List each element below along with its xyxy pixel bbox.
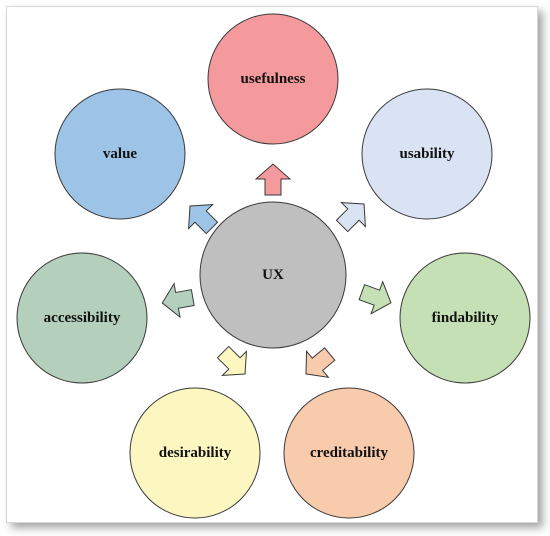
usefulness-label: usefulness [240,71,305,87]
center-label: UX [262,267,284,283]
node-usefulness: usefulness [207,13,339,145]
node-creditability: creditability [283,387,415,519]
creditability-arrow [305,347,336,378]
node-desirability: desirability [129,387,261,519]
node-usability: usability [361,88,493,220]
accessibility-label: accessibility [44,310,121,326]
arrows-layer [161,163,392,378]
center-circle [199,201,347,349]
diagram-frame: usefulness usability findability creditabil… [6,6,538,523]
usability-circle [361,88,493,220]
value-circle [54,88,186,220]
findability-circle [399,252,531,384]
usability-label: usability [399,146,455,162]
ux-honeycomb-diagram: usefulness usability findability creditabil… [16,13,531,519]
creditability-circle [283,387,415,519]
node-findability: findability [399,252,531,384]
desirability-circle [129,387,261,519]
value-arrow [187,203,219,235]
accessibility-circle [16,252,148,384]
findability-arrow [358,280,392,315]
node-accessibility: accessibility [16,252,148,384]
desirability-label: desirability [159,445,232,461]
accessibility-arrow [161,282,195,319]
nodes-layer: usefulness usability findability creditabil… [16,13,531,519]
usability-arrow [335,201,367,233]
node-value: value [54,88,186,220]
desirability-arrow [216,345,248,377]
usefulness-arrow [254,163,292,196]
value-label: value [103,146,138,162]
creditability-label: creditability [310,445,389,461]
findability-label: findability [432,310,499,326]
center-node: UX [199,201,347,349]
usefulness-circle [207,13,339,145]
